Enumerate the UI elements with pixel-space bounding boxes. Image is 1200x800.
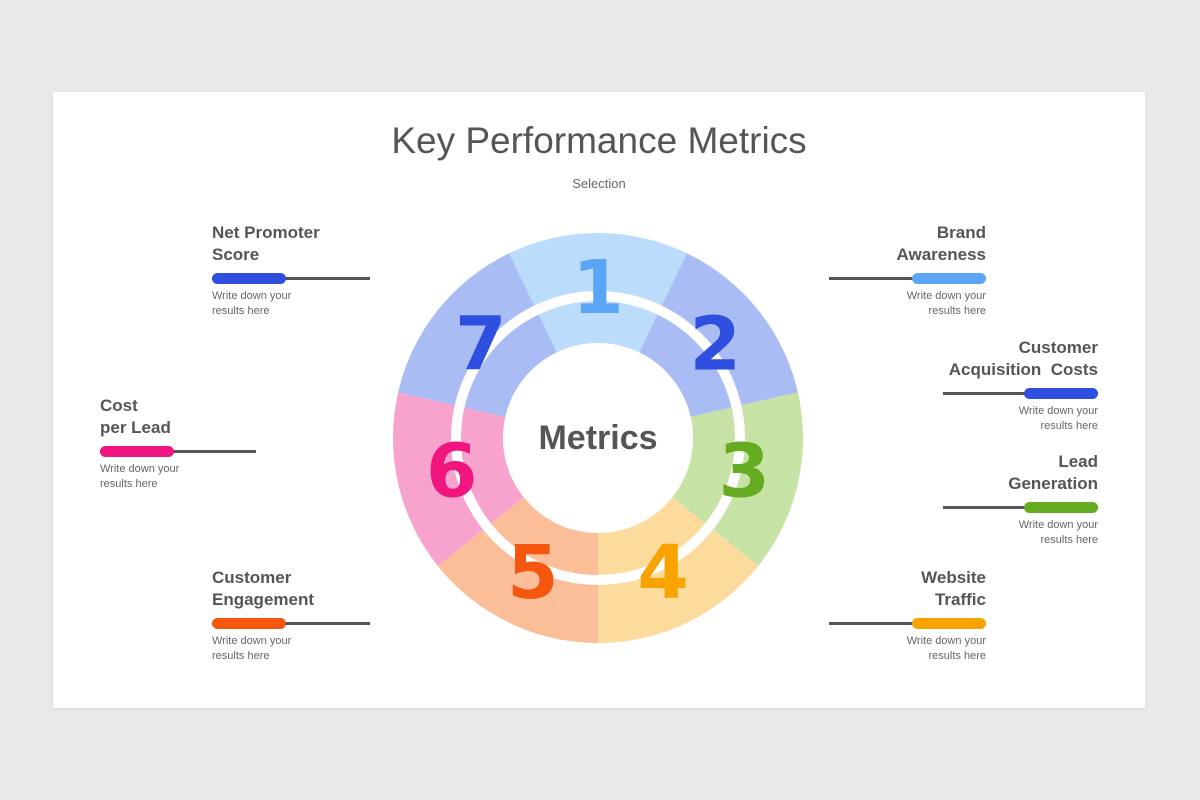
wheel-segment-4 <box>598 497 759 643</box>
desc-line: Write down your <box>906 635 986 647</box>
callout-label-website-traffic: Website Traffic <box>828 567 986 611</box>
page-subtitle: Selection <box>572 176 626 191</box>
callout-desc-brand-awareness: Write down your results here <box>828 289 986 319</box>
desc-line: results here <box>928 305 986 317</box>
desc-line: Write down your <box>1018 405 1098 417</box>
page-title: Key Performance Metrics <box>391 120 807 161</box>
wheel-segment-number-7: 7 <box>455 301 507 387</box>
label-line: Acquisition Costs <box>948 360 1098 379</box>
wheel-segment-5 <box>437 497 598 643</box>
wheel-segment-number-5: 5 <box>507 530 559 616</box>
desc-line: Write down your <box>100 463 180 475</box>
label-line: Awareness <box>896 245 986 264</box>
label-line: Website <box>921 568 986 587</box>
callout-pill-brand-awareness <box>912 273 986 284</box>
label-line: per Lead <box>100 418 171 437</box>
callout-bar-lead-generation <box>943 502 1098 513</box>
desc-line: results here <box>100 478 158 490</box>
wheel-hub <box>503 343 693 533</box>
callout-bar-cost-per-lead <box>100 446 256 457</box>
wheel-center-label: Metrics <box>538 419 657 457</box>
callout-pill-net-promoter-score <box>212 273 286 284</box>
callout-pill-website-traffic <box>912 618 986 629</box>
label-line: Net Promoter <box>212 223 320 242</box>
wheel-segment-number-2: 2 <box>690 301 742 387</box>
callout-label-lead-generation: Lead Generation <box>943 451 1098 495</box>
desc-line: results here <box>928 650 986 662</box>
desc-line: Write down your <box>1018 519 1098 531</box>
desc-line: results here <box>212 305 270 317</box>
callout-label-customer-acquisition-costs: Customer Acquisition Costs <box>913 337 1098 381</box>
label-line: Engagement <box>212 590 315 609</box>
desc-line: Write down your <box>906 290 986 302</box>
callout-desc-customer-engagement: Write down your results here <box>212 634 372 664</box>
desc-line: results here <box>212 650 270 662</box>
desc-line: results here <box>1040 534 1098 546</box>
wheel-segment-number-6: 6 <box>426 428 478 514</box>
wheel-segment-7 <box>398 253 557 417</box>
callout-bar-brand-awareness <box>829 273 986 284</box>
callout-desc-net-promoter-score: Write down your results here <box>212 289 372 319</box>
wheel-segment-number-4: 4 <box>637 530 689 616</box>
wheel-segment-2 <box>639 253 798 417</box>
callout-bar-customer-engagement <box>212 618 370 629</box>
wheel-ring <box>451 291 745 585</box>
callout-label-net-promoter-score: Net Promoter Score <box>212 222 372 266</box>
callout-pill-customer-acquisition-costs <box>1024 388 1098 399</box>
callout-label-customer-engagement: Customer Engagement <box>212 567 372 611</box>
callout-bar-website-traffic <box>829 618 986 629</box>
callout-pill-customer-engagement <box>212 618 286 629</box>
wheel-segment-number-1: 1 <box>572 245 624 331</box>
label-line: Score <box>212 245 260 264</box>
label-line: Lead <box>1058 452 1098 471</box>
callout-pill-lead-generation <box>1024 502 1098 513</box>
callout-label-brand-awareness: Brand Awareness <box>828 222 986 266</box>
label-line: Traffic <box>934 590 986 609</box>
callout-pill-cost-per-lead <box>100 446 174 457</box>
callout-desc-lead-generation: Write down your results here <box>943 518 1098 548</box>
desc-line: results here <box>1040 420 1098 432</box>
label-line: Cost <box>100 396 138 415</box>
label-line: Brand <box>936 223 986 242</box>
callout-bar-net-promoter-score <box>212 273 370 284</box>
label-line: Generation <box>1008 474 1098 493</box>
desc-line: Write down your <box>212 290 292 302</box>
wheel-segment-number-3: 3 <box>718 428 770 514</box>
callout-label-cost-per-lead: Cost per Lead <box>100 395 260 439</box>
callout-bar-customer-acquisition-costs <box>943 388 1098 399</box>
desc-line: Write down your <box>212 635 292 647</box>
label-line: Customer <box>212 568 292 587</box>
callout-desc-customer-acquisition-costs: Write down your results here <box>943 404 1098 434</box>
callout-desc-website-traffic: Write down your results here <box>828 634 986 664</box>
label-line: Customer <box>1018 338 1098 357</box>
callout-desc-cost-per-lead: Write down your results here <box>100 462 260 492</box>
